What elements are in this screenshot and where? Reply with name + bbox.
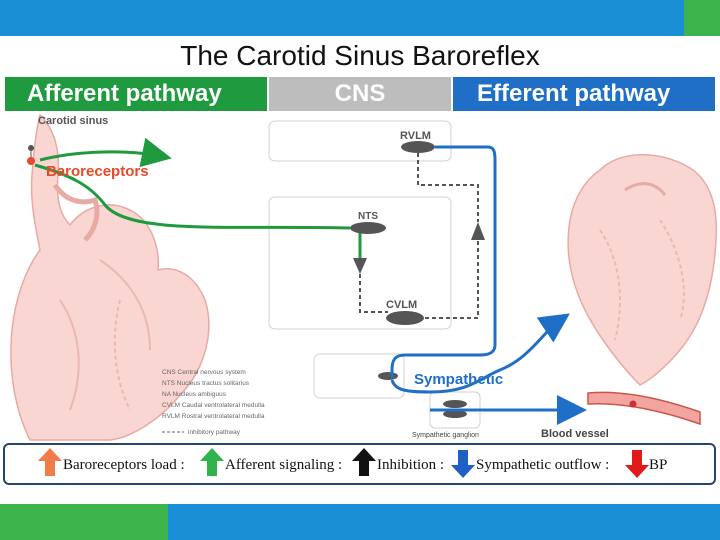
efferent-pathway-band: Efferent pathway [453, 77, 715, 111]
right-heart-illustration [567, 154, 718, 386]
abbreviation-item: NTS Nucleus tractus solitarius [162, 380, 250, 387]
rvlm-label: RVLM [400, 130, 431, 142]
spinal-box [313, 353, 405, 399]
legend-sympathetic-outflow: Sympathetic outflow : [476, 457, 610, 473]
legend-baroreceptors-load: Baroreceptors load : [63, 457, 185, 473]
legend-afferent-signaling: Afferent signaling : [225, 457, 343, 473]
ganglion-neuron-2 [443, 410, 467, 418]
inhibition-up-arrow-icon [352, 448, 376, 476]
page-title: The Carotid Sinus Baroreflex [180, 40, 540, 71]
baroreceptors-load-up-arrow-icon [38, 448, 62, 476]
legend-box [3, 443, 716, 485]
rvlm-nucleus [401, 141, 435, 153]
abbreviation-list: CNS Central nervous system NTS Nucleus t… [162, 369, 265, 436]
sympathetic-ganglion-label: Sympathetic ganglion [412, 432, 479, 439]
nts-nucleus [350, 222, 386, 234]
sympathetic-outflow-down-arrow-icon [451, 450, 475, 478]
efferent-nerve [390, 145, 497, 378]
carotid-sinus-label: Carotid sinus [38, 115, 108, 127]
ganglion-neuron-1 [443, 400, 467, 408]
spinal-neuron [378, 372, 398, 380]
nts-cvlm-inhibit-arrow [353, 258, 367, 274]
afferent-signaling-up-arrow-icon [200, 448, 224, 476]
bp-down-arrow-icon [625, 450, 649, 478]
left-heart-illustration [10, 113, 210, 441]
top-bar-accent [684, 0, 720, 36]
abbreviation-item: CVLM Caudal ventrolateral medulla [162, 402, 265, 409]
afferent-pathway-band: Afferent pathway [5, 77, 267, 111]
nts-label: NTS [358, 211, 378, 222]
sympathetic-label: Sympathetic [414, 371, 503, 388]
abbreviation-item: RVLM Rostral ventrolateral medulla [162, 413, 265, 420]
cvlm-nucleus [386, 311, 424, 325]
blood-vessel-shape [587, 391, 701, 426]
abbreviation-item: NA Nucleus ambiguus [162, 391, 227, 398]
cvlm-label: CVLM [386, 299, 417, 311]
top-bar [0, 0, 720, 36]
afferent-arrow [39, 137, 172, 168]
cvlm-rvlm-inhibit-arrow [471, 222, 485, 240]
baroreceptor-marker [27, 157, 35, 165]
baroreflex-diagram: Carotid sinus Baroreceptors RVLM NTS CVL… [10, 113, 718, 441]
blood-vessel-label: Blood vessel [541, 428, 609, 440]
legend-inhibition: Inhibition : [377, 457, 445, 473]
abbreviation-item: CNS Central nervous system [162, 369, 246, 376]
baroreceptors-label: Baroreceptors [46, 163, 149, 180]
legend-bp: BP [649, 457, 668, 473]
cns-band: CNS [269, 77, 451, 111]
afferent-nerve [34, 163, 351, 230]
abbreviation-item: inhibitory pathway [188, 429, 241, 436]
efferent-to-heart [390, 313, 570, 394]
bottom-bar-accent [0, 504, 168, 540]
